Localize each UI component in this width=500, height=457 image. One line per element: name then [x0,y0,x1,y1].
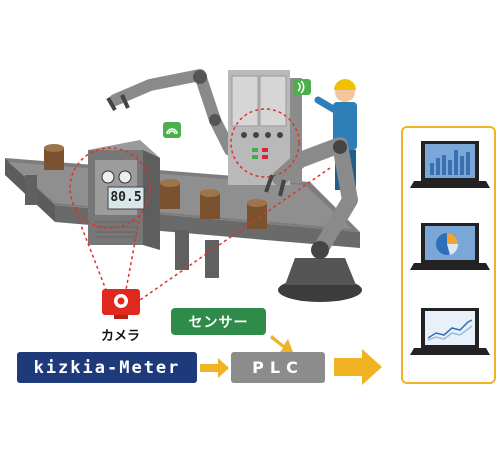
product-cans [44,144,267,229]
meter-readout: 80.5 [110,189,142,205]
sensor-badge: センサー [171,308,266,335]
wireless-signal-icon [163,79,311,138]
camera-icon [102,289,140,319]
pie-chart-icon [436,233,459,255]
inspection-machine [88,140,160,250]
laptop-icon [410,141,490,355]
line-chart-icon [427,319,473,341]
monitoring-panel [401,126,496,384]
highlight-markers [69,108,331,301]
plc-badge: PLC [231,352,325,383]
camera-label: カメラ [101,329,141,344]
robot-arm-icon [106,69,236,156]
flow-arrows [200,335,382,385]
industrial-robot [264,137,362,302]
kizkia-meter-badge: kizkia-Meter [17,352,197,383]
bar-chart-icon [430,150,470,175]
